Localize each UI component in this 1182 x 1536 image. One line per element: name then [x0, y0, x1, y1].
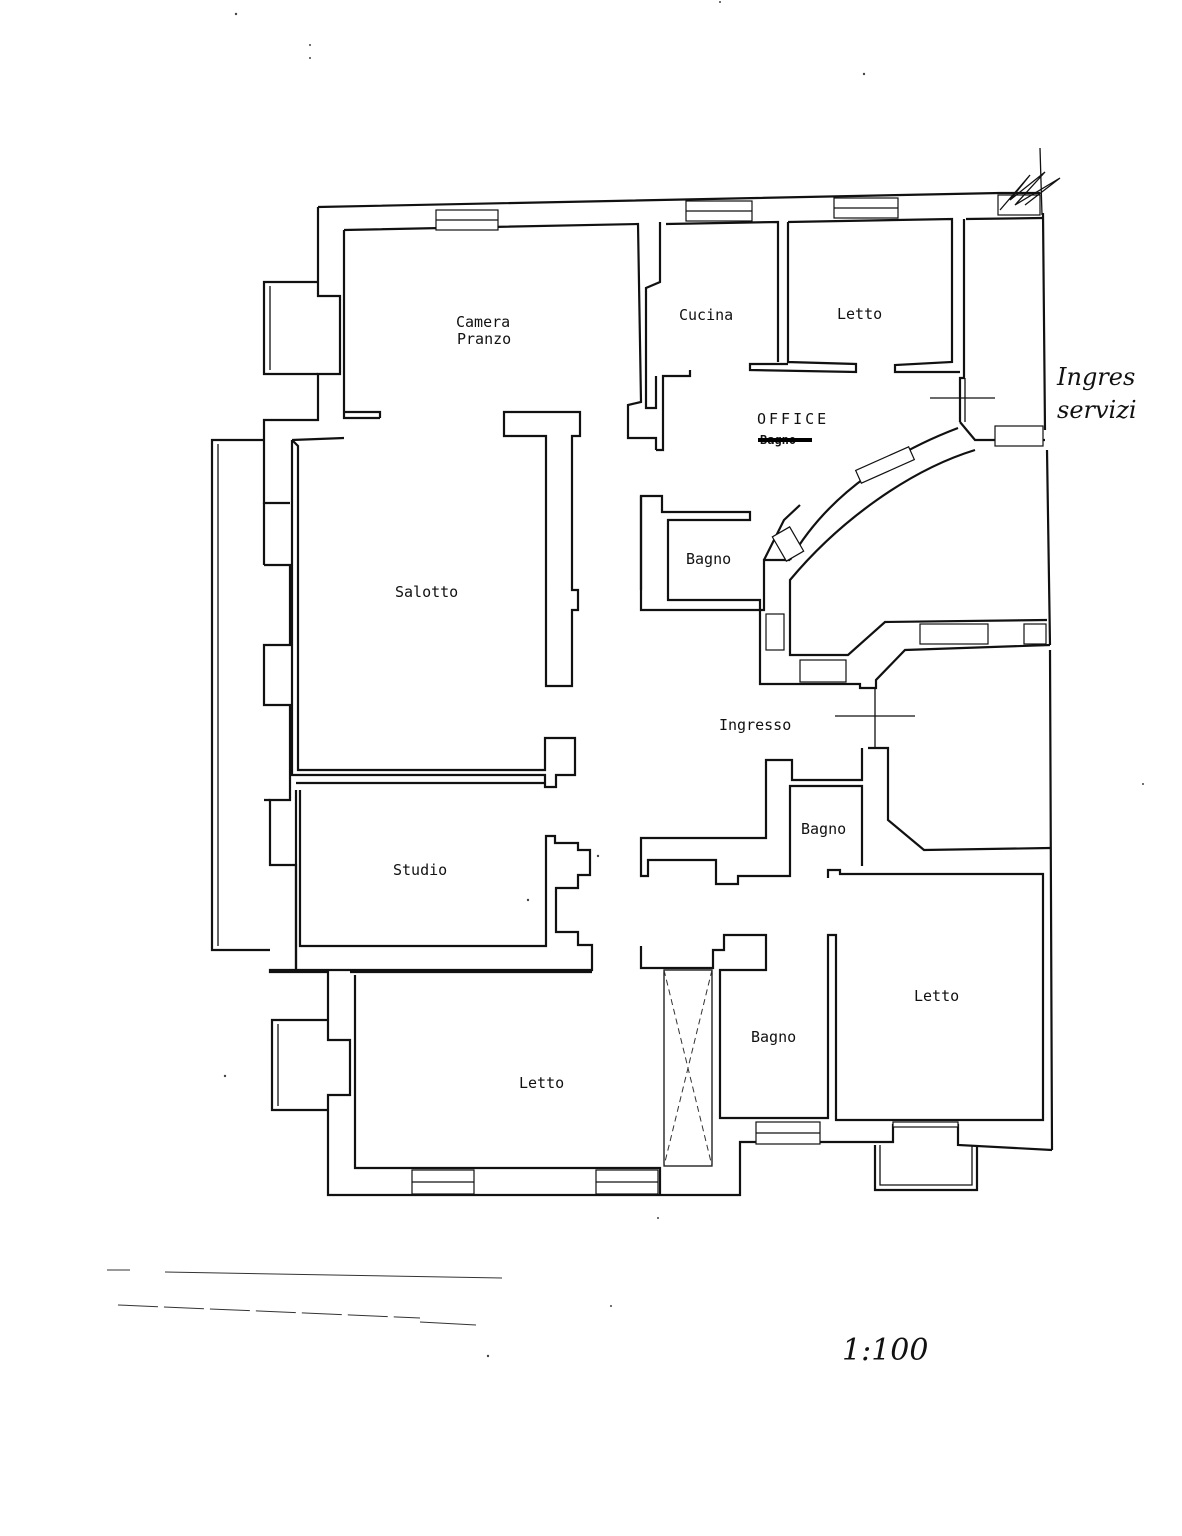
label-letto-bottom: Letto [519, 1074, 564, 1092]
label-letto-right: Letto [914, 987, 959, 1005]
scale-annotation: 1:100 [842, 1333, 928, 1368]
label-cucina: Cucina [679, 306, 733, 324]
bagno-center-walls [639, 494, 762, 612]
struck-label-bagno: Bagno [758, 433, 812, 447]
handwritten-annotations: Ingres servizi 1:100 [842, 363, 1137, 1368]
scan-lines [107, 1269, 503, 1326]
room-labels: Camera Pranzo Cucina Letto OFFICE Bagno … [393, 305, 959, 1092]
right-middle-walls [639, 746, 1051, 886]
scribble-mark [999, 147, 1061, 216]
balcony-bottom-right [873, 1145, 979, 1192]
salotto-walls [290, 410, 582, 789]
label-office: OFFICE [757, 410, 829, 428]
balcony-long-left [210, 438, 270, 952]
label-salotto: Salotto [395, 583, 458, 601]
balcony-upper-left [262, 280, 318, 376]
label-bagno-right: Bagno [801, 820, 846, 838]
outer-walls [262, 191, 1054, 1197]
label-bagno-center: Bagno [686, 550, 731, 568]
label-camera-pranzo-2: Pranzo [457, 330, 511, 348]
lift-shaft [663, 969, 713, 1167]
label-camera-pranzo-1: Camera [456, 313, 510, 331]
label-letto-top: Letto [837, 305, 882, 323]
balcony-lower-left [270, 1018, 328, 1112]
label-studio: Studio [393, 861, 447, 879]
scan-specks [223, 1, 1144, 1358]
label-bagno-bottom: Bagno [751, 1028, 796, 1046]
annotation-servizi: servizi [1057, 396, 1137, 424]
letto-bottom-walls [350, 868, 1045, 1195]
bottom-windows [411, 1121, 959, 1195]
annotation-ingres: Ingres [1056, 363, 1135, 391]
label-ingresso: Ingresso [719, 716, 791, 734]
curved-wall [758, 421, 1051, 690]
studio-walls [294, 781, 594, 972]
top-windows [435, 194, 1041, 231]
door-marks [835, 378, 995, 748]
